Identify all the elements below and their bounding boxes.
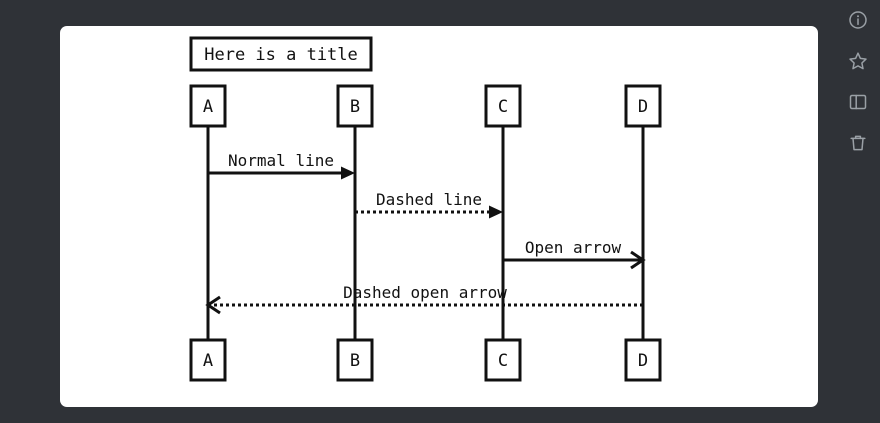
message-label: Dashed line [376, 190, 482, 209]
participant-box [336, 84, 374, 128]
message-open-arrow[interactable]: Open arrow [503, 238, 646, 270]
participant-label: D [638, 97, 648, 117]
message-label: Normal line [228, 151, 334, 170]
diagram-title: Here is a title [189, 36, 373, 72]
participant-c-top[interactable]: C [484, 84, 522, 128]
message-label: Dashed open arrow [343, 283, 507, 302]
participants-bottom: A B C D [189, 338, 662, 382]
participant-c-bottom[interactable]: C [484, 338, 522, 382]
arrowhead-open-left [205, 295, 221, 315]
participant-box [189, 84, 227, 128]
sequence-diagram: Here is a title A B C D [189, 36, 662, 382]
participant-box [624, 338, 662, 382]
participant-box [336, 338, 374, 382]
participant-label: A [203, 351, 213, 371]
participant-box [189, 338, 227, 382]
message-dashed-line[interactable]: Dashed line [355, 190, 503, 219]
arrowhead-filled-right [489, 205, 503, 219]
participant-label: C [498, 351, 508, 371]
participant-b-top[interactable]: B [336, 84, 374, 128]
participant-box [624, 84, 662, 128]
message-dashed-open-arrow[interactable]: Dashed open arrow [205, 283, 643, 315]
participant-b-bottom[interactable]: B [336, 338, 374, 382]
sidebar-icon[interactable] [842, 86, 874, 118]
participant-box [484, 84, 522, 128]
participant-label: C [498, 97, 508, 117]
info-icon[interactable] [842, 4, 874, 36]
arrowhead-open-right [630, 250, 646, 270]
participant-a-top[interactable]: A [189, 84, 227, 128]
participant-d-top[interactable]: D [624, 84, 662, 128]
participant-label: D [638, 351, 648, 371]
title-label: Here is a title [204, 45, 358, 65]
participant-label: A [203, 97, 213, 117]
star-icon[interactable] [842, 45, 874, 77]
title-box [189, 36, 373, 72]
diagram-canvas[interactable]: Here is a title A B C D [60, 26, 818, 407]
participant-a-bottom[interactable]: A [189, 338, 227, 382]
side-toolbar [836, 0, 880, 423]
participant-box [484, 338, 522, 382]
participant-label: B [350, 97, 360, 117]
participant-label: B [350, 351, 360, 371]
trash-icon[interactable] [842, 127, 874, 159]
message-label: Open arrow [525, 238, 622, 257]
message-normal-line[interactable]: Normal line [208, 151, 355, 180]
arrowhead-filled-right [341, 166, 355, 180]
participant-d-bottom[interactable]: D [624, 338, 662, 382]
participants-top: A B C D [189, 84, 662, 128]
